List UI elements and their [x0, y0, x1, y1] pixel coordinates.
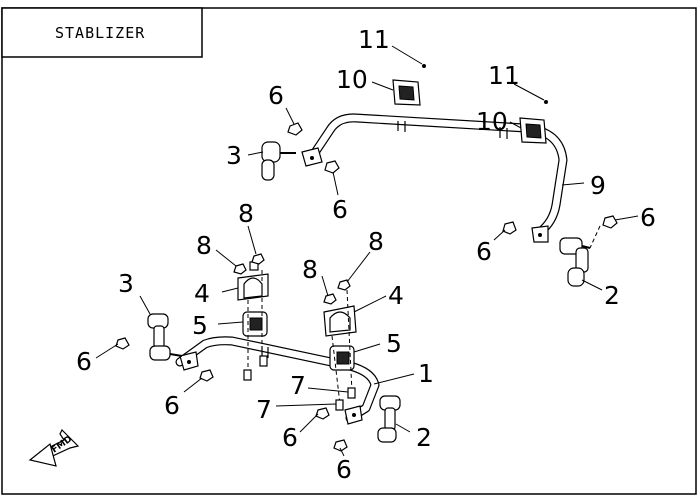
callout-6-lower-middle-left: 6 — [164, 391, 180, 420]
callout-7-lower: 7 — [256, 395, 272, 424]
callout-8-c: 8 — [368, 227, 384, 256]
callout-10-left: 10 — [336, 65, 368, 94]
upper-stabilizer-bar — [301, 113, 568, 243]
callout-6-right-middle: 6 — [476, 237, 492, 266]
callout-4-right: 4 — [388, 281, 404, 310]
nut-8-c — [323, 293, 337, 305]
lower-bracket-left — [237, 261, 269, 301]
nut-8-b — [251, 253, 265, 265]
clip-dot-right — [544, 100, 548, 104]
upper-bushing-right — [519, 117, 547, 144]
lower-left-link — [115, 313, 214, 382]
nut-8-a — [233, 263, 247, 275]
callout-6-bottom: 6 — [336, 455, 352, 484]
callout-8-d: 8 — [302, 255, 318, 284]
leader-lines — [95, 45, 639, 457]
callout-8-b: 8 — [196, 231, 212, 260]
callout-7-upper: 7 — [290, 371, 306, 400]
bolts-7 — [243, 270, 356, 411]
callout-6-lower-left: 6 — [76, 347, 92, 376]
diagram-title: STABLIZER — [55, 24, 145, 42]
nut-upper-left — [324, 160, 340, 174]
upper-bushing-left — [392, 79, 421, 106]
callout-5-right: 5 — [386, 329, 402, 358]
callout-2-upper: 2 — [604, 281, 620, 310]
callout-11-left: 11 — [358, 25, 390, 54]
lower-bushing-left — [242, 311, 268, 337]
nut-8-d — [337, 279, 351, 291]
callout-3-lower: 3 — [118, 269, 134, 298]
callout-4-left: 4 — [194, 279, 210, 308]
callout-10-right: 10 — [476, 107, 508, 136]
title-box: STABLIZER — [1, 7, 203, 58]
upper-left-link — [261, 122, 303, 181]
callout-numbers: 11 11 10 10 6 3 6 9 6 6 2 8 8 4 5 3 6 6 … — [76, 25, 656, 484]
callout-6-lower-middle: 6 — [282, 423, 298, 452]
callout-6-upper-middle: 6 — [332, 195, 348, 224]
callout-5-left: 5 — [192, 311, 208, 340]
clip-dot-left — [422, 64, 426, 68]
lower-bracket-right — [323, 305, 357, 337]
callout-6-upper-left: 6 — [268, 81, 284, 110]
callout-6-upper-right: 6 — [640, 203, 656, 232]
callout-11-right: 11 — [488, 61, 520, 90]
forward-direction-arrow: FMD — [28, 428, 80, 467]
upper-right-link — [502, 215, 618, 287]
diagram-frame — [1, 7, 697, 495]
callout-3-upper: 3 — [226, 141, 242, 170]
callout-9: 9 — [590, 171, 606, 200]
callout-1: 1 — [418, 359, 434, 388]
lower-bushing-right — [329, 345, 355, 371]
callout-8-a: 8 — [238, 199, 254, 228]
callout-2-lower: 2 — [416, 423, 432, 452]
lower-right-link — [315, 395, 401, 452]
